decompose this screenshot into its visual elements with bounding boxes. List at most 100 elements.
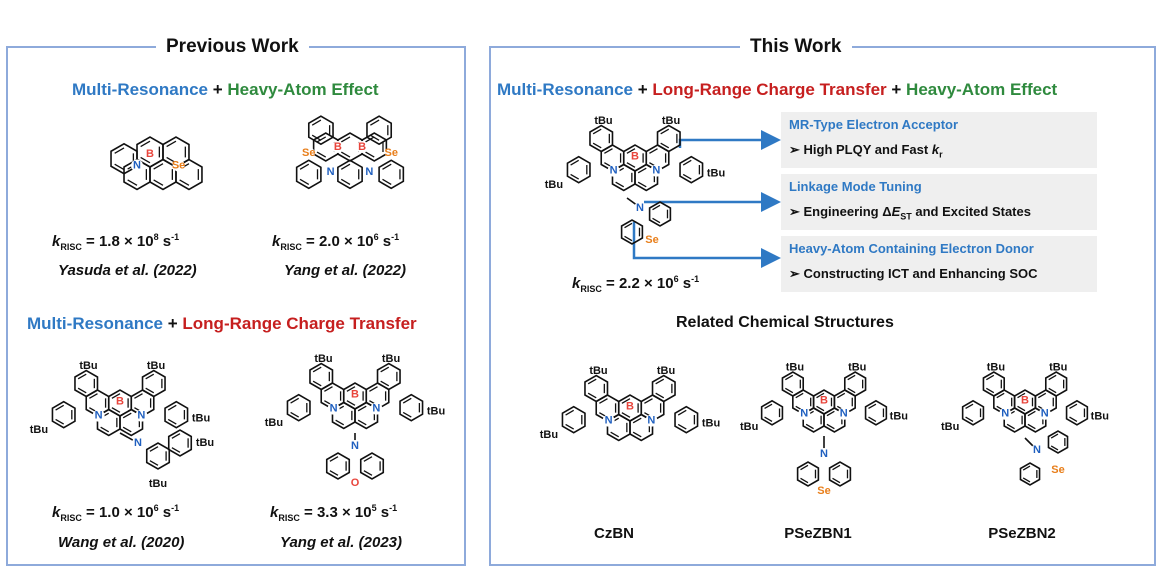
double-bond xyxy=(682,159,692,166)
double-bond xyxy=(335,419,345,426)
ring xyxy=(399,393,424,422)
double-bond xyxy=(145,387,155,394)
double-bond xyxy=(764,403,773,410)
double-bond xyxy=(565,423,575,430)
ring xyxy=(760,399,784,426)
feature-title: MR-Type Electron Acceptor xyxy=(789,117,959,132)
atom-label-tbu: tBu xyxy=(786,362,804,374)
atom-halo xyxy=(131,159,144,172)
atom-label-tbu: tBu xyxy=(707,168,725,180)
double-bond xyxy=(402,411,412,418)
double-bond xyxy=(171,433,181,439)
feature-box-acceptor: MR-Type Electron Acceptor ➢ High PLQY an… xyxy=(781,112,1097,168)
double-bond xyxy=(795,392,804,399)
double-bond xyxy=(370,134,380,141)
double-bond xyxy=(621,398,631,404)
feature-title: Heavy-Atom Containing Electron Donor xyxy=(789,241,1034,256)
ring xyxy=(1047,430,1069,454)
double-bond xyxy=(1017,405,1026,412)
atom-halo xyxy=(634,202,646,214)
double-bond xyxy=(986,374,995,381)
prev-citation-3: Wang et al. (2020) xyxy=(58,534,185,551)
double-bond xyxy=(89,393,98,399)
double-bond xyxy=(626,148,636,154)
double-bond xyxy=(655,392,665,399)
double-bond xyxy=(363,470,373,476)
atom-halo xyxy=(1038,407,1051,420)
atom-label-b: B xyxy=(334,141,342,153)
heading-mr-text: Multi-Resonance xyxy=(497,80,634,99)
double-bond xyxy=(1017,392,1026,399)
atom-label-se: Se xyxy=(1051,464,1064,476)
atom-halo xyxy=(324,166,337,179)
ring xyxy=(74,369,99,398)
atom-halo xyxy=(1052,464,1064,476)
atom-label-n: N xyxy=(372,403,380,415)
double-bond xyxy=(111,393,121,399)
prev-citation-4: Yang et al. (2023) xyxy=(280,534,402,551)
double-bond xyxy=(77,373,87,380)
atom-label-n: N xyxy=(133,159,141,171)
heading-lrct-text: Long-Range Charge Transfer xyxy=(182,314,417,333)
heading-hae-text: Heavy-Atom Effect xyxy=(227,80,379,99)
atom-label-tbu: tBu xyxy=(594,115,612,127)
arrow-donor xyxy=(632,222,781,268)
double-bond xyxy=(816,392,825,399)
atom-label-tbu: tBu xyxy=(149,478,167,490)
ring xyxy=(796,461,820,487)
atom-halo xyxy=(114,395,126,408)
atom-halo xyxy=(385,147,398,160)
double-bond xyxy=(800,477,809,484)
atom-label-n: N xyxy=(134,437,142,449)
double-bond xyxy=(624,235,633,242)
double-bond xyxy=(644,398,653,404)
atom-label-tbu: tBu xyxy=(30,424,48,436)
prev-rate-4: kRISC = 3.3 × 105 s-1 xyxy=(270,503,398,523)
ring xyxy=(566,155,591,184)
atom-halo xyxy=(327,402,340,415)
atom-halo xyxy=(356,141,369,153)
double-bond xyxy=(805,423,814,430)
atom-label-b: B xyxy=(631,151,639,163)
atom-halo xyxy=(818,448,830,460)
double-bond xyxy=(1050,433,1059,439)
atom-halo xyxy=(349,477,361,489)
double-bond xyxy=(312,380,322,387)
double-bond xyxy=(677,409,687,416)
double-bond xyxy=(382,163,392,170)
double-bond xyxy=(1069,416,1078,423)
double-bond xyxy=(1027,410,1036,417)
ring xyxy=(51,400,76,429)
atom-label-o: O xyxy=(351,477,360,489)
double-bond xyxy=(340,151,351,158)
ring xyxy=(589,124,614,153)
feature-desc: ➢ Constructing ICT and Enhancing SOC xyxy=(789,266,1038,281)
double-bond xyxy=(380,380,390,387)
atom-label-b: B xyxy=(1021,395,1029,407)
atom-halo xyxy=(645,414,658,427)
atom-halo xyxy=(629,150,641,163)
double-bond xyxy=(785,387,794,394)
atom-halo xyxy=(602,414,615,427)
ring xyxy=(843,371,867,397)
double-bond xyxy=(1006,423,1015,430)
atom-label-tbu: tBu xyxy=(196,437,214,449)
atom-label-tbu: tBu xyxy=(79,360,97,372)
ring xyxy=(656,124,681,153)
atom-label-n: N xyxy=(800,408,808,420)
double-bond xyxy=(652,217,661,224)
double-bond xyxy=(55,404,65,411)
double-bond xyxy=(599,398,608,404)
double-bond xyxy=(311,134,322,141)
double-bond xyxy=(290,411,300,418)
atom-label-b: B xyxy=(626,401,634,413)
ring xyxy=(359,452,385,480)
atom-label-tbu: tBu xyxy=(740,421,758,433)
atom-label-n: N xyxy=(1041,408,1049,420)
atom-halo xyxy=(92,409,105,422)
